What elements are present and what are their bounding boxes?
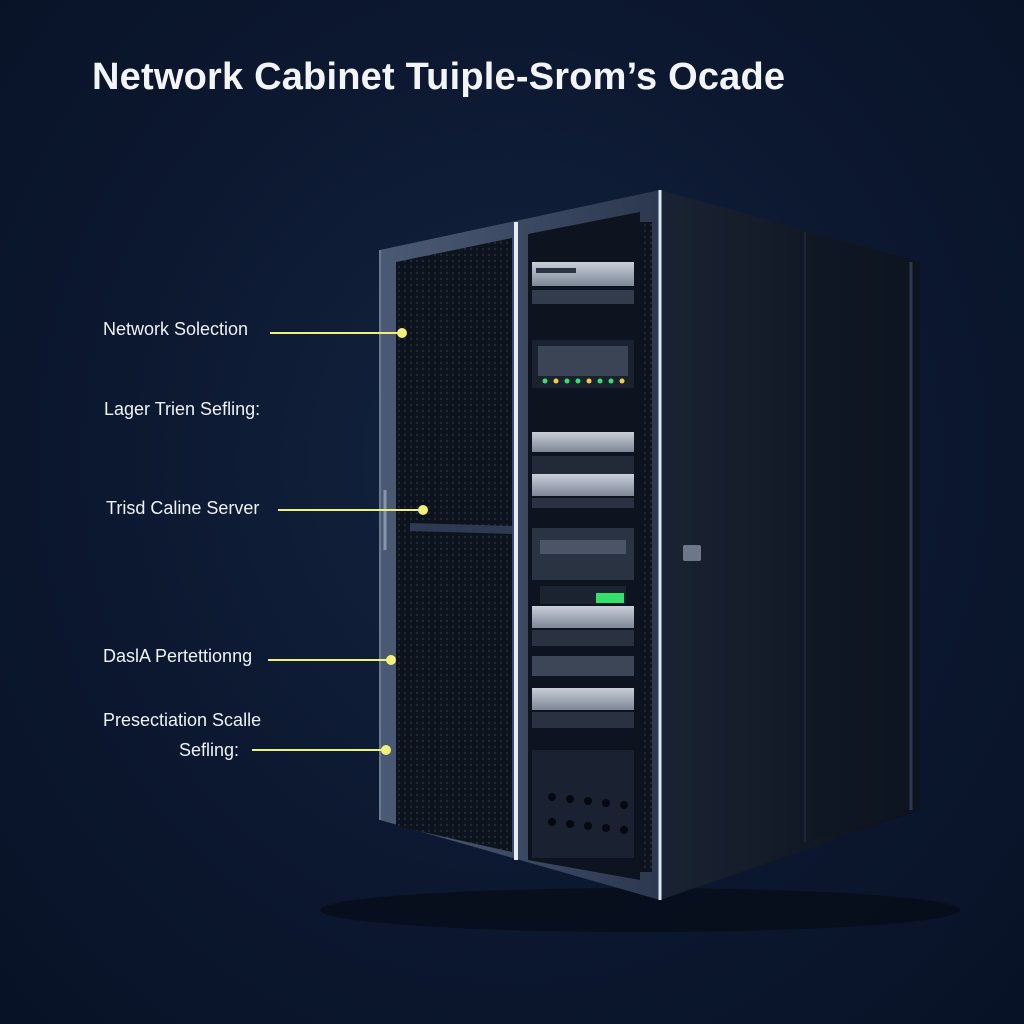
cabinet-side-panel xyxy=(660,190,920,900)
leader-dot-presectiation xyxy=(381,745,391,755)
callout-label-dasla-pertettionng: DaslA Pertettionng xyxy=(103,646,253,666)
callout-label-presectiation-scalle: Presectiation Scalle xyxy=(103,710,262,730)
callout-label-lager-trien: Lager Trien Sefling: xyxy=(104,399,261,419)
diagram-title: Network Cabinet Tuiple-Srom’s Ocade xyxy=(92,56,786,98)
leader-dot-network-selection xyxy=(397,328,407,338)
cabinet-door-mesh xyxy=(383,222,518,860)
rack-unit-switch-leds xyxy=(532,340,634,388)
rack-vent-panel xyxy=(532,750,634,858)
rack-unit-4 xyxy=(532,606,634,646)
leader-dot-dasla-pertettionng xyxy=(386,655,396,665)
rack-unit-server xyxy=(532,528,634,604)
rack-unit-1 xyxy=(532,262,634,304)
floor-shadow xyxy=(320,888,960,932)
leader-dot-trisd-caline-server xyxy=(418,505,428,515)
callout-leaders xyxy=(252,328,428,755)
callout-label-network-selection: Network Solection xyxy=(103,319,249,339)
rack-unit-5 xyxy=(532,656,634,728)
callout-label-trisd-caline-server: Trisd Caline Server xyxy=(106,498,260,518)
side-lock-icon xyxy=(683,545,701,561)
callout-label-sefling: Sefling: xyxy=(179,740,240,760)
rack-unit-3 xyxy=(532,474,634,508)
rack-interior xyxy=(528,212,652,880)
rack-unit-2 xyxy=(532,432,634,474)
